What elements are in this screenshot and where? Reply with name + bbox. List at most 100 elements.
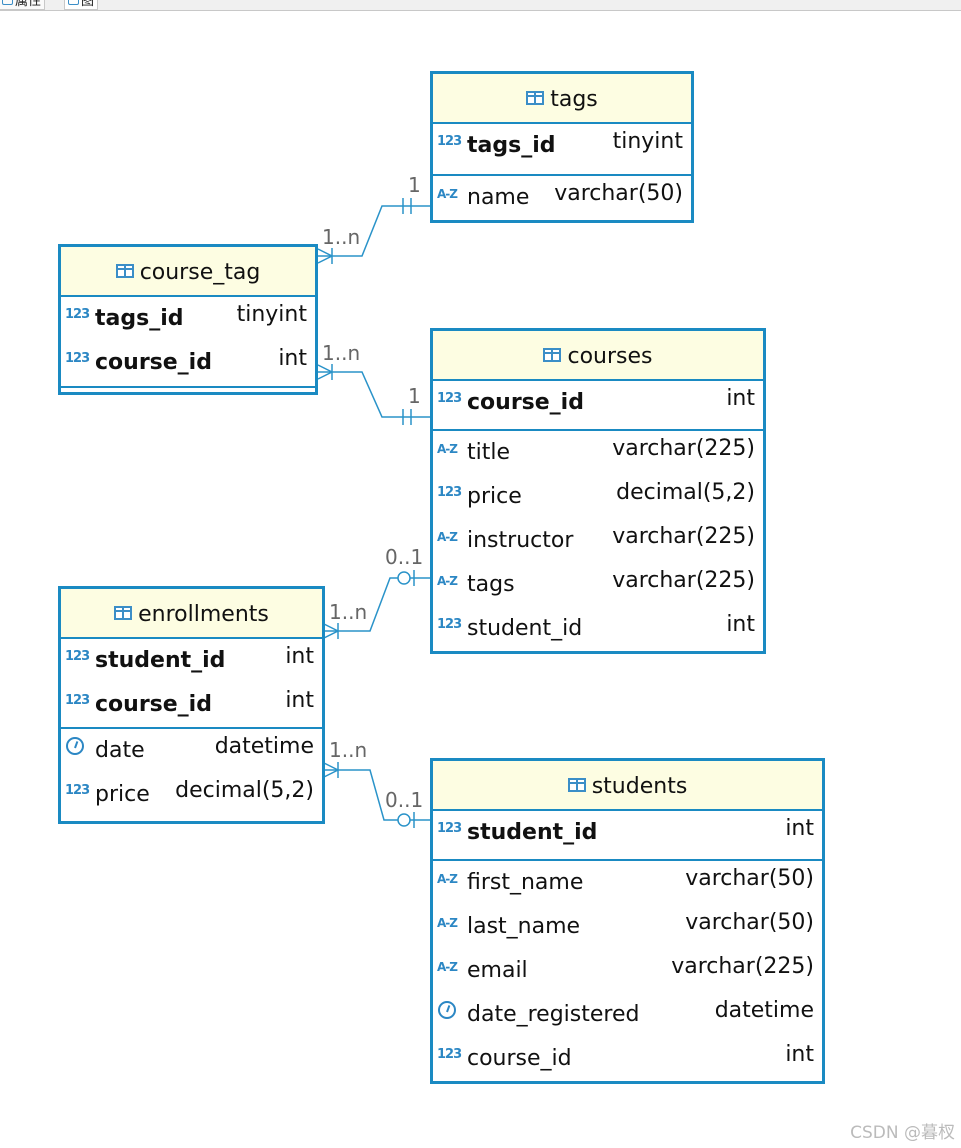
entity-courses[interactable]: courses 123 course_id int A-Z title varc… (430, 328, 766, 654)
datetime-type-icon (438, 1001, 456, 1019)
divider (433, 859, 822, 861)
entity-header: course_tag (61, 247, 315, 297)
numeric-type-icon: 123 (437, 821, 462, 836)
watermark: CSDN @暮杈 (850, 1123, 955, 1143)
divider (61, 386, 315, 388)
numeric-type-icon: 123 (437, 134, 462, 149)
numeric-type-icon: 123 (437, 485, 462, 500)
relationship-enrollments-courses[interactable] (323, 570, 432, 639)
column-name: tags_id (95, 306, 184, 331)
column-type: varchar(50) (554, 181, 683, 206)
column-row[interactable]: A-Z title varchar(225) (433, 431, 763, 475)
table-icon (567, 778, 586, 792)
entity-title: students (591, 774, 688, 799)
column-type: int (785, 1042, 814, 1067)
entity-tags[interactable]: tags 123 tags_id tinyint A-Z name varcha… (430, 71, 694, 223)
table-icon (543, 348, 562, 362)
column-type: int (285, 644, 314, 669)
column-name: email (467, 958, 528, 983)
cardinality-label: 0..1 (385, 545, 424, 569)
column-name: course_id (467, 1046, 572, 1071)
column-type: int (785, 816, 814, 841)
cardinality-label: 0..1 (385, 788, 424, 812)
table-icon (115, 264, 134, 278)
column-name: price (95, 782, 150, 807)
column-row[interactable]: 123 course_id int (61, 683, 322, 727)
diagram-icon (68, 0, 79, 5)
column-name: instructor (467, 528, 574, 553)
string-type-icon: A-Z (437, 442, 458, 456)
column-row[interactable]: A-Z last_name varchar(50) (433, 905, 822, 949)
string-type-icon: A-Z (437, 960, 458, 974)
column-name: date (95, 738, 145, 763)
column-type: tinyint (236, 302, 307, 327)
string-type-icon: A-Z (437, 574, 458, 588)
cardinality-label: 1 (408, 173, 421, 197)
cardinality-label: 1 (408, 384, 421, 408)
numeric-type-icon: 123 (65, 649, 90, 664)
properties-icon (2, 0, 13, 5)
column-row[interactable]: A-Z tags varchar(225) (433, 563, 763, 607)
column-type: varchar(50) (685, 866, 814, 891)
relationship-course-tag-tags[interactable] (317, 198, 432, 264)
datetime-type-icon (66, 737, 84, 755)
entity-title: course_tag (139, 260, 261, 285)
divider (61, 727, 322, 729)
column-row[interactable]: A-Z first_name varchar(50) (433, 861, 822, 905)
string-type-icon: A-Z (437, 187, 458, 201)
entity-header: students (433, 761, 822, 811)
entity-header: courses (433, 331, 763, 381)
column-row[interactable]: 123 student_id int (433, 811, 822, 859)
string-type-icon: A-Z (437, 530, 458, 544)
cardinality-label: 1..n (329, 600, 368, 624)
column-row[interactable]: 123 course_id int (433, 1037, 822, 1081)
column-row[interactable]: 123 tags_id tinyint (61, 297, 315, 341)
column-name: title (467, 440, 511, 465)
entity-students[interactable]: students 123 student_id int A-Z first_na… (430, 758, 825, 1084)
divider (433, 174, 691, 176)
column-name: tags_id (467, 133, 556, 158)
column-row[interactable]: A-Z instructor varchar(225) (433, 519, 763, 563)
cardinality-label: 1..n (329, 738, 368, 762)
tab-properties[interactable]: 属性 (0, 0, 46, 10)
column-row[interactable]: 123 price decimal(5,2) (433, 475, 763, 519)
column-type: datetime (714, 998, 814, 1023)
column-name: date_registered (467, 1002, 640, 1027)
column-row[interactable]: 123 student_id int (61, 639, 322, 683)
table-icon (526, 91, 545, 105)
entity-course-tag[interactable]: course_tag 123 tags_id tinyint 123 cours… (58, 244, 318, 395)
numeric-type-icon: 123 (437, 1047, 462, 1062)
numeric-type-icon: 123 (65, 351, 90, 366)
column-name: tags (467, 572, 515, 597)
column-type: varchar(225) (671, 954, 814, 979)
column-row[interactable]: date datetime (61, 729, 322, 773)
column-row[interactable]: 123 student_id int (433, 607, 763, 651)
entity-title: tags (550, 87, 598, 112)
tab-diagram[interactable]: 图 (64, 0, 99, 10)
column-row[interactable]: 123 tags_id tinyint (433, 124, 691, 174)
column-name: course_id (467, 390, 584, 415)
entity-enrollments[interactable]: enrollments 123 student_id int 123 cours… (58, 586, 325, 824)
column-row[interactable]: 123 course_id int (61, 341, 315, 386)
cardinality-label: 1..n (322, 225, 361, 249)
column-row[interactable]: A-Z name varchar(50) (433, 176, 691, 222)
editor-tab-bar: 属性 图 (0, 0, 961, 11)
column-name: first_name (467, 870, 584, 895)
relationship-enrollments-students[interactable] (323, 762, 432, 828)
column-row[interactable]: date_registered datetime (433, 993, 822, 1037)
column-type: int (278, 346, 307, 371)
column-row[interactable]: A-Z email varchar(225) (433, 949, 822, 993)
numeric-type-icon: 123 (437, 617, 462, 632)
string-type-icon: A-Z (437, 872, 458, 886)
column-type: varchar(225) (612, 568, 755, 593)
numeric-type-icon: 123 (65, 693, 90, 708)
column-type: varchar(50) (685, 910, 814, 935)
relationship-course-tag-courses[interactable] (317, 364, 432, 425)
cardinality-label: 1..n (322, 341, 361, 365)
column-name: course_id (95, 350, 212, 375)
column-row[interactable]: 123 course_id int (433, 381, 763, 429)
divider (433, 429, 763, 431)
column-row[interactable]: 123 price decimal(5,2) (61, 773, 322, 817)
numeric-type-icon: 123 (437, 391, 462, 406)
